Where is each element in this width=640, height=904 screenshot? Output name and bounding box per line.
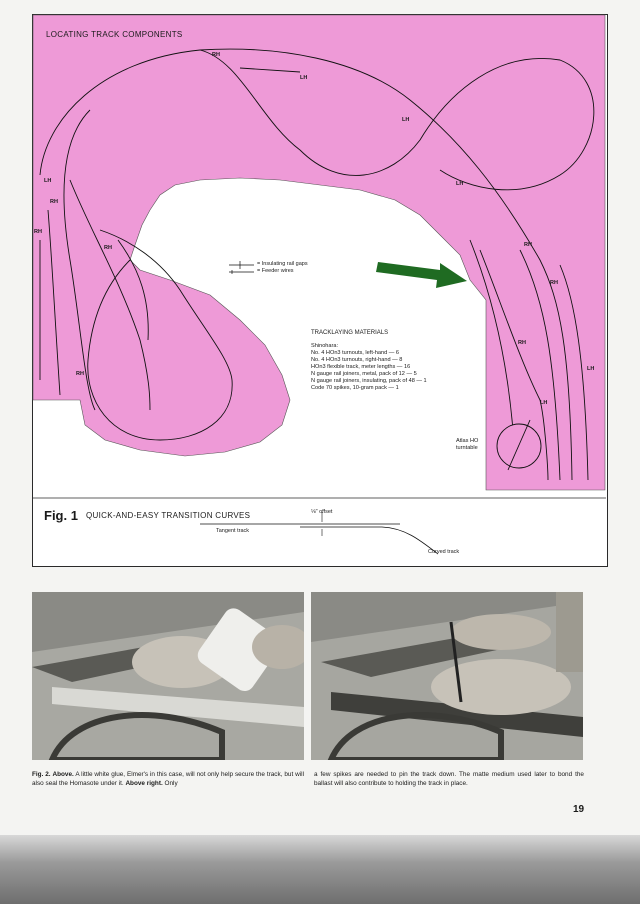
- materials-brand: Shinohara:: [311, 343, 339, 349]
- turnout-label: LH: [587, 366, 595, 372]
- page-number: 19: [573, 804, 585, 815]
- curved-track-label: Curved track: [428, 549, 460, 555]
- materials-item: No. 4 HOn3 turnouts, right-hand — 8: [311, 357, 403, 363]
- turnout-label: RH: [50, 199, 58, 205]
- turnout-label: RH: [524, 242, 532, 248]
- fig1-title: QUICK-AND-EASY TRANSITION CURVES: [86, 511, 251, 520]
- fig2-caption-left: Fig. 2. Above. A little white glue, Elme…: [32, 771, 305, 787]
- turnout-label: RH: [550, 280, 558, 286]
- benchwork-area: [32, 14, 606, 491]
- materials-title: TRACKLAYING MATERIALS: [311, 330, 389, 336]
- turnout-label: LH: [456, 181, 464, 187]
- materials-item: No. 4 HOn3 turnouts, left-hand — 6: [311, 350, 399, 356]
- green-arrow: [376, 262, 467, 288]
- turnout-label: LH: [300, 75, 308, 81]
- photo-spiking-track: [311, 592, 583, 760]
- turnout-label: RH: [212, 52, 220, 58]
- fig1-label: Fig. 1: [44, 508, 78, 523]
- turnout-label: LH: [402, 117, 410, 123]
- materials-item: N gauge rail joiners, metal, pack of 12 …: [311, 371, 417, 377]
- legend-feeder-wires: = Feeder wires: [257, 268, 294, 274]
- turnout-label: LH: [44, 178, 52, 184]
- materials-item: Code 70 spikes, 10-gram pack — 1: [311, 385, 399, 391]
- photo-gluing-track: [32, 592, 304, 760]
- turnout-label: RH: [34, 229, 42, 235]
- fig2-caption-right: a few spikes are needed to pin the track…: [314, 771, 584, 787]
- tracklaying-materials: TRACKLAYING MATERIALS Shinohara: No. 4 H…: [311, 330, 491, 392]
- turnout-label: RH: [104, 245, 112, 251]
- track-plan-drawing: [32, 14, 606, 555]
- diagram-title: LOCATING TRACK COMPONENTS: [46, 30, 183, 39]
- materials-item: N gauge rail joiners, insulating, pack o…: [311, 378, 427, 384]
- fig1-frame: [32, 498, 608, 567]
- fig1-drawing: [32, 497, 606, 555]
- page-bottom-shadow: [0, 835, 640, 904]
- offset-label: ⅛" offset: [311, 509, 333, 515]
- turnout-label: RH: [76, 371, 84, 377]
- tangent-track-label: Tangent track: [216, 528, 250, 534]
- turnout-label: LH: [540, 400, 548, 406]
- turntable-label: Atlas HO turntable: [456, 438, 479, 451]
- materials-item: HOn3 flexible track, meter lengths — 16: [311, 364, 411, 370]
- turnout-label: RH: [518, 340, 526, 346]
- legend-insulating-gaps: = Insulating rail gaps: [257, 261, 308, 267]
